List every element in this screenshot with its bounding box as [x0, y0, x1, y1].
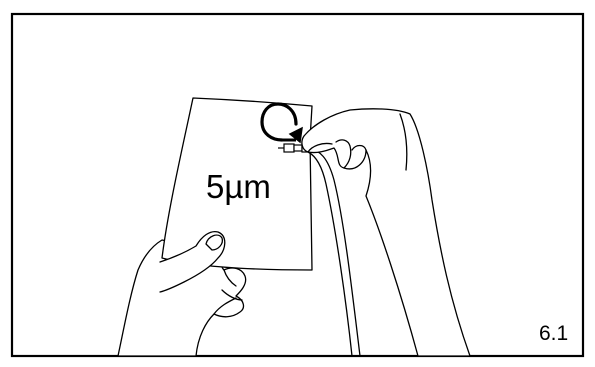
right-hand [302, 109, 470, 356]
figure-number: 6.1 [539, 322, 568, 345]
paper-label: 5µm [206, 168, 271, 205]
probe-cable [308, 148, 360, 356]
